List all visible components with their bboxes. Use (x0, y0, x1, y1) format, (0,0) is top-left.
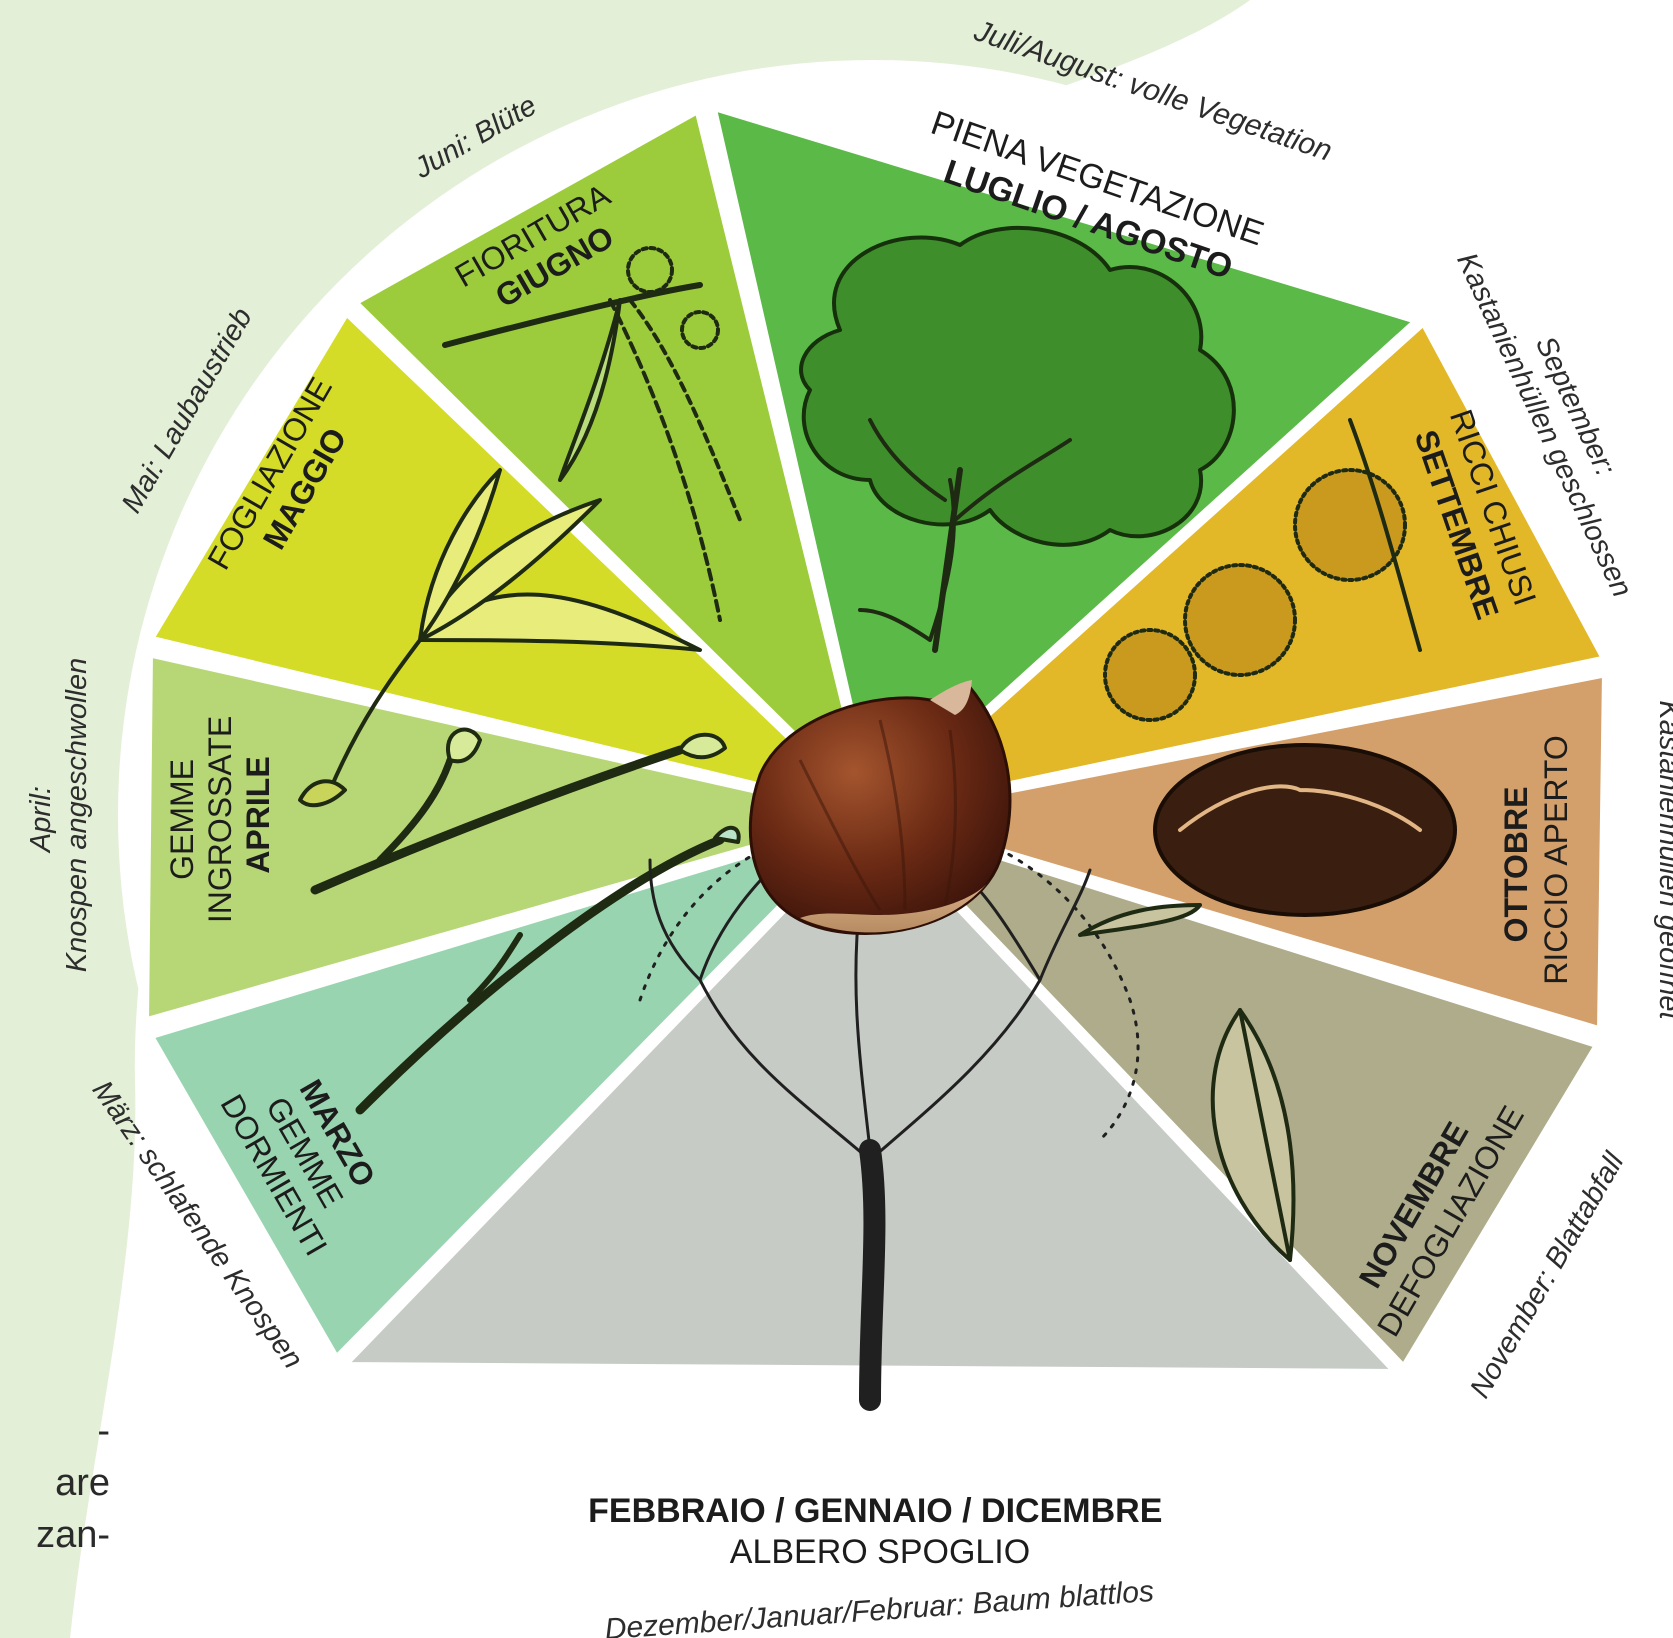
label-aprile-month: APRILE (240, 756, 276, 873)
caption-inverno: Dezember/Januar/Februar: Baum blattlos (604, 1575, 1155, 1638)
page-text-line-1: - (0, 1405, 110, 1457)
label-inverno-month: FEBBRAIO / GENNAIO / DICEMBRE (588, 1492, 1162, 1530)
svg-text:Kastanienhüllen geöffnet: Kastanienhüllen geöffnet (1653, 700, 1673, 1021)
label-ottobre-phase: RICCIO APERTO (1538, 735, 1574, 985)
page-text-line-2: are (0, 1457, 110, 1509)
cropped-page-text: - are zan- (0, 1405, 110, 1561)
label-ottobre-month: OTTOBRE (1498, 787, 1534, 943)
open-burr-illustration (1155, 745, 1455, 915)
page-text-line-3: zan- (0, 1509, 110, 1561)
caption-aprile-2: Knospen angeschwollen (61, 658, 93, 972)
caption-aprile-1: April: (25, 786, 57, 854)
label-aprile-phase-1: GEMME (164, 759, 200, 880)
svg-text:Dezember/Januar/Februar: Baum: Dezember/Januar/Februar: Baum blattlos (604, 1575, 1155, 1638)
label-inverno-phase: ALBERO SPOGLIO (730, 1533, 1030, 1571)
label-aprile-phase-2: INGROSSATE (202, 716, 238, 923)
caption-ottobre: Kastanienhüllen geöffnet (1653, 700, 1673, 1021)
